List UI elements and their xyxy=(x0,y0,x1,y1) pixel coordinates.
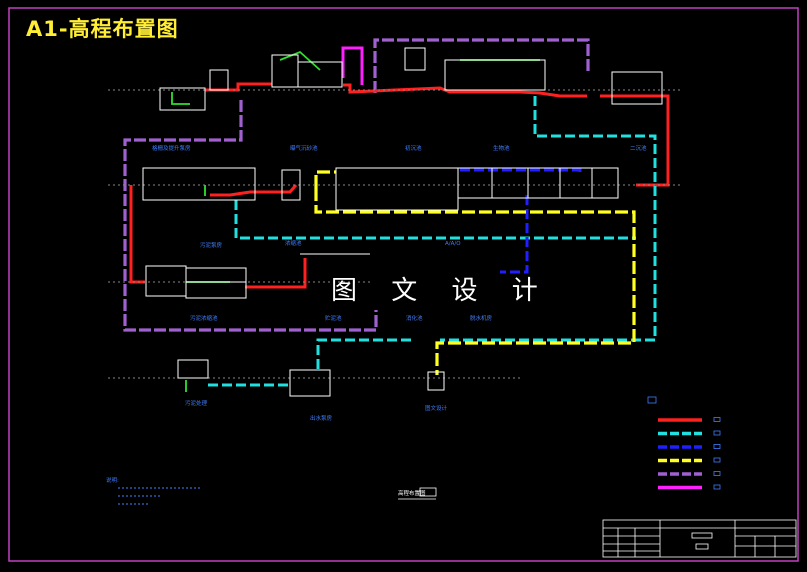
drawing-title: A1-高程布置图 xyxy=(26,17,179,41)
bottom-caption: 高程布置图 xyxy=(398,487,437,500)
legend-label-box xyxy=(713,484,721,490)
drawing-frame xyxy=(8,7,799,562)
legend xyxy=(647,396,721,490)
bottom-caption-text: 高程布置图 xyxy=(398,489,426,497)
notes-block: 说明: xyxy=(106,476,200,505)
svg-text:污泥处理: 污泥处理 xyxy=(185,399,208,407)
purple-pipeline xyxy=(123,38,590,332)
legend-label-box xyxy=(713,444,721,449)
svg-text:二沉池: 二沉池 xyxy=(630,144,647,152)
notes-label: 说明: xyxy=(106,476,119,484)
svg-text:贮泥池: 贮泥池 xyxy=(325,314,342,322)
legend-label-box xyxy=(713,471,721,476)
legend-label-box xyxy=(713,430,721,436)
svg-text:初沉池: 初沉池 xyxy=(405,144,422,152)
unit-labels: 格栅及提升泵房 曝气沉砂池 初沉池 生物池 二沉池 污泥泵房 浓缩池 A/A/O… xyxy=(152,144,647,422)
watermark: 图 文 设 计 xyxy=(331,276,551,306)
legend-label-box xyxy=(713,417,721,422)
svg-text:浓缩池: 浓缩池 xyxy=(285,239,302,247)
title-block xyxy=(602,519,797,558)
svg-text:格栅及提升泵房: 格栅及提升泵房 xyxy=(152,144,191,152)
svg-text:污泥泵房: 污泥泵房 xyxy=(200,241,223,249)
magenta-pipeline xyxy=(341,46,364,85)
mid-label-1: A/A/O xyxy=(445,241,461,247)
yellow-pipeline xyxy=(314,170,636,375)
svg-text:生物池: 生物池 xyxy=(493,144,510,152)
svg-text:曝气沉砂池: 曝气沉砂池 xyxy=(290,144,318,152)
svg-text:出水泵房: 出水泵房 xyxy=(310,414,333,422)
red-pipeline xyxy=(129,82,670,289)
structures xyxy=(108,47,680,397)
svg-text:污泥浓缩池: 污泥浓缩池 xyxy=(190,314,218,322)
svg-text:脱水机房: 脱水机房 xyxy=(470,314,493,322)
cyan-pipeline xyxy=(208,96,657,387)
mid-label-2: 图文设计 xyxy=(425,404,448,412)
svg-text:消化池: 消化池 xyxy=(406,314,423,322)
blue-pipeline xyxy=(460,168,582,274)
legend-label-box xyxy=(713,457,721,463)
